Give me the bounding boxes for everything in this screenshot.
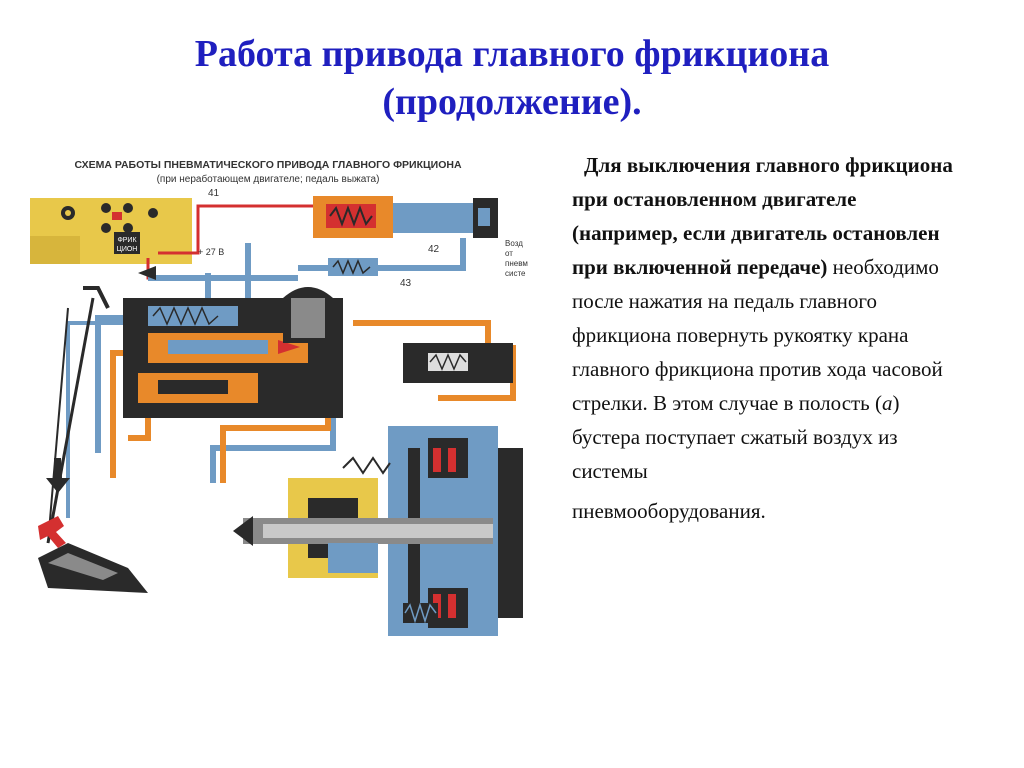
booster-spring-icon bbox=[152, 306, 219, 326]
booster-piston bbox=[168, 340, 268, 354]
arrow-left-icon bbox=[138, 266, 156, 280]
panel-indicator-icon bbox=[112, 212, 122, 220]
booster-dome-inner bbox=[291, 298, 325, 338]
arrow-down-icon bbox=[46, 458, 70, 493]
shaft-bearing bbox=[328, 543, 378, 573]
valve-port bbox=[478, 208, 490, 226]
control-panel-lower bbox=[30, 236, 80, 264]
diagram-caption-2: (при неработающем двигателе; педаль выжа… bbox=[157, 173, 380, 185]
air-line-7 bbox=[66, 321, 138, 518]
arrow-pedal-icon bbox=[38, 516, 66, 548]
pedal-linkage-top bbox=[83, 286, 110, 309]
label-cion: ЦИОН bbox=[117, 246, 138, 253]
title-line-2: (продолжение). bbox=[382, 81, 642, 123]
text-bold-part: Для выключения главного фрикциона при ос… bbox=[572, 153, 953, 279]
label-pnevm: пневм bbox=[505, 259, 528, 268]
panel-switch-icon bbox=[123, 203, 133, 213]
title-line-1: Работа привода главного фрикциона bbox=[194, 33, 830, 75]
label-43: 43 bbox=[400, 278, 412, 289]
wire-red-1 bbox=[158, 204, 318, 255]
label-vozd: Возд bbox=[505, 239, 523, 248]
label-42: 42 bbox=[428, 244, 440, 255]
frikcion-label-box bbox=[114, 232, 140, 254]
panel-switch-icon bbox=[101, 223, 111, 233]
oil-line-3 bbox=[110, 350, 123, 478]
shaft-end-icon bbox=[233, 516, 253, 546]
panel-knob-center bbox=[65, 210, 71, 216]
shaft-core bbox=[263, 524, 493, 538]
label-ot: от bbox=[505, 249, 513, 258]
diagram-svg: СХЕМА РАБОТЫ ПНЕВМАТИЧЕСКОГО ПРИВОДА ГЛА… bbox=[8, 148, 538, 673]
text-last-line: пневмооборудования. bbox=[572, 499, 766, 523]
booster-lower-piston bbox=[158, 380, 228, 394]
label-27v: + 27 В bbox=[198, 247, 224, 257]
pedal-pad bbox=[48, 553, 118, 580]
text-normal-part-2: ) бустера поступает сжатый воздух из сис… bbox=[572, 391, 900, 483]
side-cylinder-window bbox=[428, 353, 468, 371]
pedal-rod bbox=[46, 297, 95, 544]
label-frik: ФРИК bbox=[117, 237, 137, 244]
booster-upper-chamber bbox=[148, 306, 238, 326]
clutch-friction-icon bbox=[448, 594, 456, 618]
label-41: 41 bbox=[208, 188, 220, 199]
text-italic-a: а bbox=[882, 391, 893, 415]
slide-title: Работа привода главного фрикциона (продо… bbox=[60, 30, 964, 126]
valve-body bbox=[393, 203, 473, 233]
explanation-text: Для выключения главного фрикциона при ос… bbox=[572, 148, 967, 528]
solenoid-spring-icon bbox=[329, 205, 373, 227]
flywheel bbox=[498, 448, 523, 618]
pedal-rod-2 bbox=[47, 307, 69, 544]
panel-switch-icon bbox=[123, 223, 133, 233]
clutch-friction-icon bbox=[448, 448, 456, 472]
label-sist: систе bbox=[505, 269, 526, 278]
side-cylinder-spring-icon bbox=[429, 353, 467, 371]
clutch-friction-icon bbox=[433, 448, 441, 472]
panel-switch-icon bbox=[148, 208, 158, 218]
arrow-right-icon bbox=[278, 340, 300, 354]
air-line-6 bbox=[210, 403, 336, 483]
diagram-caption-1: СХЕМА РАБОТЫ ПНЕВМАТИЧЕСКОГО ПРИВОДА ГЛА… bbox=[74, 159, 462, 171]
pneumatic-drive-diagram: СХЕМА РАБОТЫ ПНЕВМАТИЧЕСКОГО ПРИВОДА ГЛА… bbox=[8, 148, 538, 673]
lower-spring-icon bbox=[404, 602, 437, 624]
text-normal-part-1: необходимо после нажатия на педаль главн… bbox=[572, 255, 943, 415]
panel-switch-icon bbox=[101, 203, 111, 213]
release-spring-icon bbox=[342, 456, 391, 475]
check-valve-spring-icon bbox=[332, 259, 371, 275]
